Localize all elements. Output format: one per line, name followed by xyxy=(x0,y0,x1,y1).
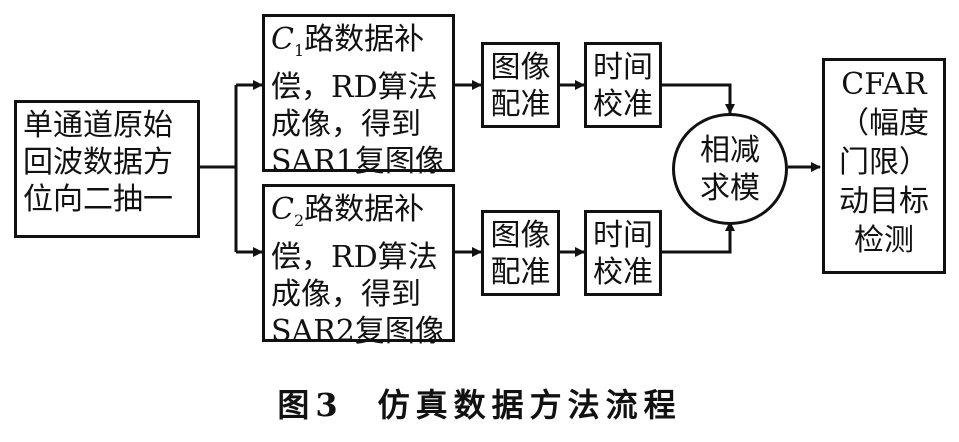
comp1-line: 偿，RD算法 xyxy=(271,70,438,105)
subtract-line: 求模 xyxy=(700,171,760,206)
channel-subscript: 1 xyxy=(293,41,305,60)
compensation-block-2: C2路数据补 偿，RD算法 成像，得到 SAR2复图像 xyxy=(262,184,455,349)
comp1-line: SAR1复图像 xyxy=(271,144,445,179)
subtract-modulus-node: 相减 求模 xyxy=(672,113,788,225)
figure-number: 图3 xyxy=(277,386,344,424)
input-block: 单通道原始 回波数据方 位向二抽一 xyxy=(14,100,200,238)
reg2-line: 配准 xyxy=(490,255,551,290)
time-calibration-block-2: 时间 校准 xyxy=(584,210,662,296)
cfar-line: CFAR xyxy=(841,67,927,102)
comp2-line: SAR2复图像 xyxy=(271,314,445,349)
reg2-line: 图像 xyxy=(490,218,551,253)
figure-caption: 图3 仿真数据方法流程 xyxy=(0,380,959,426)
comp1-text: 路数据补 xyxy=(304,22,425,57)
channel-symbol: C xyxy=(271,192,294,227)
cfar-line: （幅度 xyxy=(839,106,929,141)
cfar-line: 检测 xyxy=(854,223,914,258)
registration-block-2: 图像 配准 xyxy=(481,210,560,296)
input-line: 回波数据方 xyxy=(23,145,173,180)
arrow-time1-to-subtract xyxy=(662,83,735,114)
reg1-line: 配准 xyxy=(490,87,551,122)
compensation-block-1: C1路数据补 偿，RD算法 成像，得到 SAR1复图像 xyxy=(262,14,455,179)
channel-symbol: C xyxy=(271,22,294,57)
comp2-line: 偿，RD算法 xyxy=(271,240,438,275)
input-line: 位向二抽一 xyxy=(23,182,173,217)
channel-subscript: 2 xyxy=(293,211,305,230)
comp1-first-line: C1路数据补 xyxy=(271,21,446,69)
input-line: 单通道原始 xyxy=(23,108,173,143)
cfar-line: 门限） xyxy=(839,145,929,180)
time1-line: 校准 xyxy=(593,87,653,122)
comp2-line: 成像，得到 xyxy=(271,277,421,312)
comp2-text: 路数据补 xyxy=(304,192,425,227)
cfar-detection-block: CFAR （幅度 门限） 动目标 检测 xyxy=(822,58,946,274)
time2-line: 时间 xyxy=(593,218,653,253)
figure-title: 仿真数据方法流程 xyxy=(377,386,682,424)
comp2-first-line: C2路数据补 xyxy=(271,191,446,239)
subtract-line: 相减 xyxy=(700,133,760,168)
registration-block-1: 图像 配准 xyxy=(481,42,560,128)
time-calibration-block-1: 时间 校准 xyxy=(584,42,662,128)
time1-line: 时间 xyxy=(593,50,653,85)
reg1-line: 图像 xyxy=(490,50,551,85)
time2-line: 校准 xyxy=(593,255,653,290)
cfar-line: 动目标 xyxy=(839,184,929,219)
arrow-time2-to-subtract xyxy=(662,221,735,254)
comp1-line: 成像，得到 xyxy=(271,107,421,142)
